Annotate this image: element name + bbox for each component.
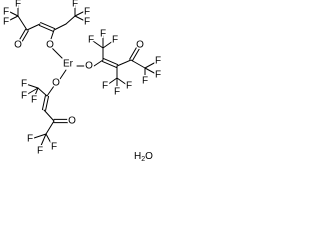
- oxygen-atom: O: [52, 78, 60, 89]
- bond: [25, 87, 39, 96]
- oxygen-atom: O: [46, 40, 54, 51]
- bond: [7, 15, 19, 22]
- coordination-bond: [59, 69, 67, 80]
- fluorine-atom: F: [84, 17, 90, 28]
- alkene-double-bond: [103, 58, 119, 66]
- fluorine-atom: F: [15, 0, 21, 10]
- bond: [33, 133, 47, 139]
- fluorine-atom: F: [37, 146, 43, 157]
- fluorine-atom: F: [72, 0, 78, 10]
- bond: [46, 85, 55, 97]
- hydrate-o: O: [145, 151, 153, 162]
- bond: [93, 59, 104, 67]
- fluorine-atom: F: [88, 35, 94, 46]
- bond: [74, 10, 86, 17]
- bond: [116, 59, 132, 67]
- alkene-double-bond: [101, 60, 117, 68]
- alkene-double-bond: [41, 95, 46, 111]
- hydrate-h: H: [134, 151, 141, 162]
- bond: [53, 23, 67, 31]
- bond: [92, 40, 104, 49]
- fluorine-atom: F: [3, 17, 9, 28]
- coordination-bond: [51, 47, 65, 61]
- carbonyl-double-bond: [20, 30, 29, 44]
- fluorine-atom: F: [27, 134, 33, 145]
- alkene-double-bond: [40, 22, 56, 30]
- fluorine-atom: F: [112, 35, 118, 46]
- alkene-double-bond: [45, 95, 50, 111]
- bond: [45, 133, 53, 146]
- fluorine-atom: F: [155, 56, 161, 67]
- bond: [144, 67, 157, 75]
- bond: [130, 59, 146, 69]
- fluorine-atom: F: [102, 81, 108, 92]
- bond: [102, 40, 114, 49]
- bond: [17, 15, 28, 31]
- carbonyl-double-bond: [129, 46, 138, 60]
- fluorine-atom: F: [100, 29, 106, 40]
- fluorine-atom: F: [114, 87, 120, 98]
- bond: [106, 77, 118, 86]
- hydrate-formula: H2O: [134, 151, 153, 163]
- bond: [45, 120, 55, 135]
- bond: [116, 77, 128, 86]
- erbium-atom: Er: [63, 59, 74, 70]
- oxygen-atom: O: [68, 116, 76, 127]
- bond: [33, 87, 39, 99]
- fluorine-atom: F: [51, 142, 57, 153]
- fluorine-atom: F: [84, 7, 90, 18]
- fluorine-atom: F: [3, 7, 9, 18]
- bond: [65, 15, 76, 25]
- fluorine-atom: F: [21, 79, 27, 90]
- bond: [25, 83, 39, 89]
- bond: [43, 109, 55, 122]
- fluorine-atom: F: [142, 76, 148, 87]
- bond: [7, 10, 19, 17]
- fluorine-atom: F: [126, 81, 132, 92]
- oxygen-atom: O: [14, 40, 22, 51]
- oxygen-atom: O: [85, 61, 93, 72]
- hydrate-subscript: 2: [141, 156, 145, 163]
- carbonyl-double-bond: [18, 28, 27, 42]
- alkene-double-bond: [38, 24, 54, 32]
- bond: [39, 133, 47, 149]
- bond: [49, 29, 55, 43]
- fluorine-atom: F: [21, 91, 27, 102]
- fluorine-atom: F: [31, 95, 37, 106]
- bond: [74, 15, 86, 22]
- bond: [26, 23, 41, 31]
- carbonyl-double-bond: [131, 48, 140, 62]
- hydrate-formula-layer: H2O: [134, 151, 153, 163]
- bond: [37, 87, 48, 97]
- bond: [144, 61, 157, 69]
- oxygen-atom: O: [136, 40, 144, 51]
- fluorine-atom: F: [155, 70, 161, 81]
